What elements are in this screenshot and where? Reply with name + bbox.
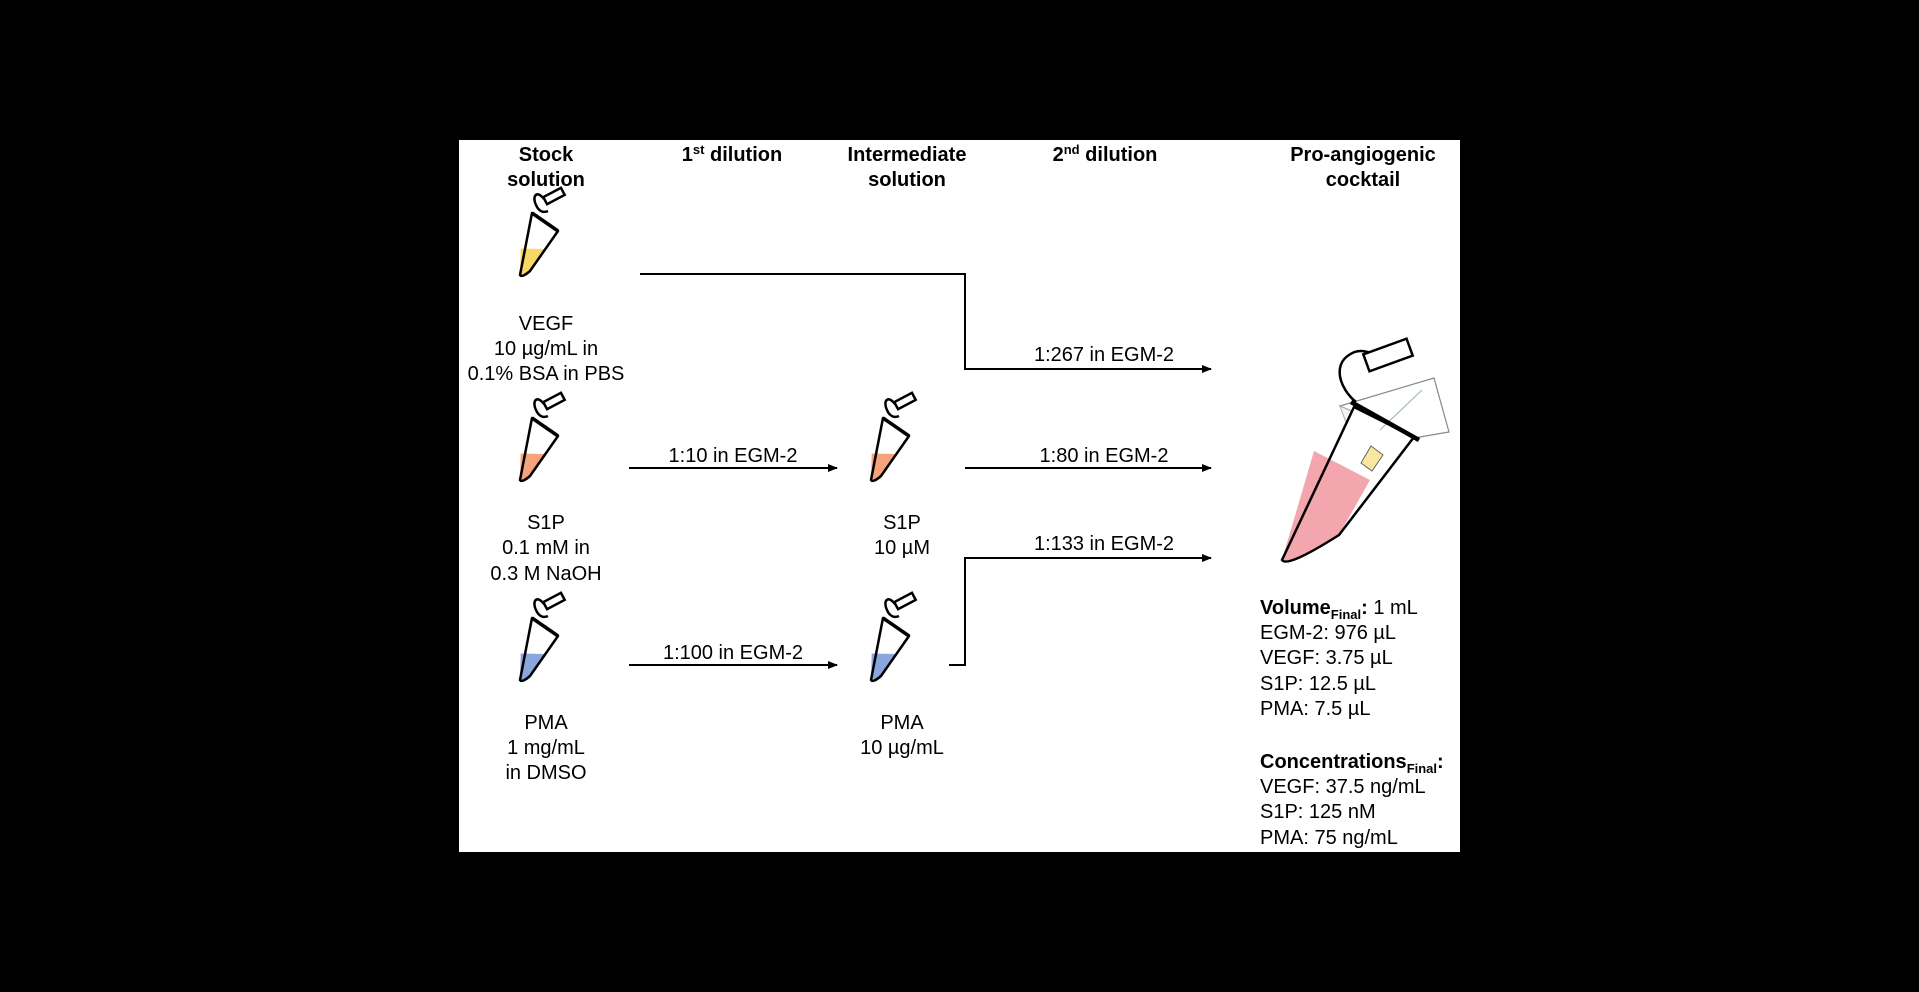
stock-vegf-line2: 10 µg/mL in [494,338,598,360]
stock-label-pma: PMA 1 mg/mL in DMSO [505,712,586,784]
intermediate-pma-line1: PMA [880,712,924,734]
header-cocktail-line2: cocktail [1326,169,1400,191]
intermediate-tube-s1p [869,391,918,483]
second-dilution-s1p-label: 1:80 in EGM-2 [1040,445,1169,467]
intermediate-tube-pma [869,591,918,683]
stock-pma-line2: 1 mg/mL [507,737,585,759]
stock-s1p-line1: S1P [527,512,565,534]
arrow-second-dilution-vegf [640,273,1212,373]
header-cocktail: Pro-angiogenic cocktail [1290,144,1436,191]
arrow-second-dilution-pma [949,554,1212,666]
header-cocktail-line1: Pro-angiogenic [1290,144,1436,166]
summary-panel: VolumeFinal: 1 mL EGM-2: 976 µL VEGF: 3.… [1260,597,1444,849]
concentration-s1p: S1P: 125 nM [1260,801,1376,823]
volume-pma: PMA: 7.5 µL [1260,698,1370,720]
stock-tube-vegf [518,186,567,278]
concentrations-title: ConcentrationsFinal: [1260,751,1444,776]
volume-vegf: VEGF: 3.75 µL [1260,647,1393,669]
volume-title: VolumeFinal: 1 mL [1260,597,1418,622]
header-first-dilution: 1st dilution [682,142,782,166]
intermediate-s1p-line1: S1P [883,512,921,534]
final-tube [1280,337,1450,563]
stock-s1p-line2: 0.1 mM in [502,537,590,559]
intermediate-pma-line2: 10 µg/mL [860,737,944,759]
intermediate-s1p-line2: 10 µM [874,537,930,559]
header-second-dilution: 2nd dilution [1053,142,1158,166]
second-dilution-pma-label: 1:133 in EGM-2 [1034,533,1174,555]
stock-vegf-line3: 0.1% BSA in PBS [468,363,625,385]
stock-pma-line3: in DMSO [505,762,586,784]
header-stock-line1: Stock [519,144,574,166]
intermediate-label-s1p: S1P 10 µM [874,512,930,559]
stock-vegf-line1: VEGF [519,313,573,335]
stock-pma-line1: PMA [524,712,568,734]
stock-tube-pma [518,591,567,683]
first-dilution-s1p-label: 1:10 in EGM-2 [669,445,798,467]
second-dilution-vegf-label: 1:267 in EGM-2 [1034,344,1174,366]
diagram-panel: Stock solution 1st dilution Intermediate… [459,140,1460,852]
concentration-pma: PMA: 75 ng/mL [1260,827,1398,849]
stock-label-s1p: S1P 0.1 mM in 0.3 M NaOH [490,512,601,585]
header-stock-line2: solution [507,169,585,191]
stock-label-vegf: VEGF 10 µg/mL in 0.1% BSA in PBS [468,313,625,385]
stock-tube-s1p [518,391,567,483]
volume-egm2: EGM-2: 976 µL [1260,622,1396,644]
stock-s1p-line3: 0.3 M NaOH [490,563,601,585]
first-dilution-pma-label: 1:100 in EGM-2 [663,642,803,664]
volume-s1p: S1P: 12.5 µL [1260,673,1376,695]
header-intermediate-line1: Intermediate [848,144,967,166]
header-intermediate-solution: Intermediate solution [848,144,967,191]
intermediate-label-pma: PMA 10 µg/mL [860,712,944,759]
header-intermediate-line2: solution [868,169,946,191]
concentration-vegf: VEGF: 37.5 ng/mL [1260,776,1426,798]
dilution-diagram: Stock solution 1st dilution Intermediate… [468,142,1450,849]
header-stock-solution: Stock solution [507,144,585,191]
